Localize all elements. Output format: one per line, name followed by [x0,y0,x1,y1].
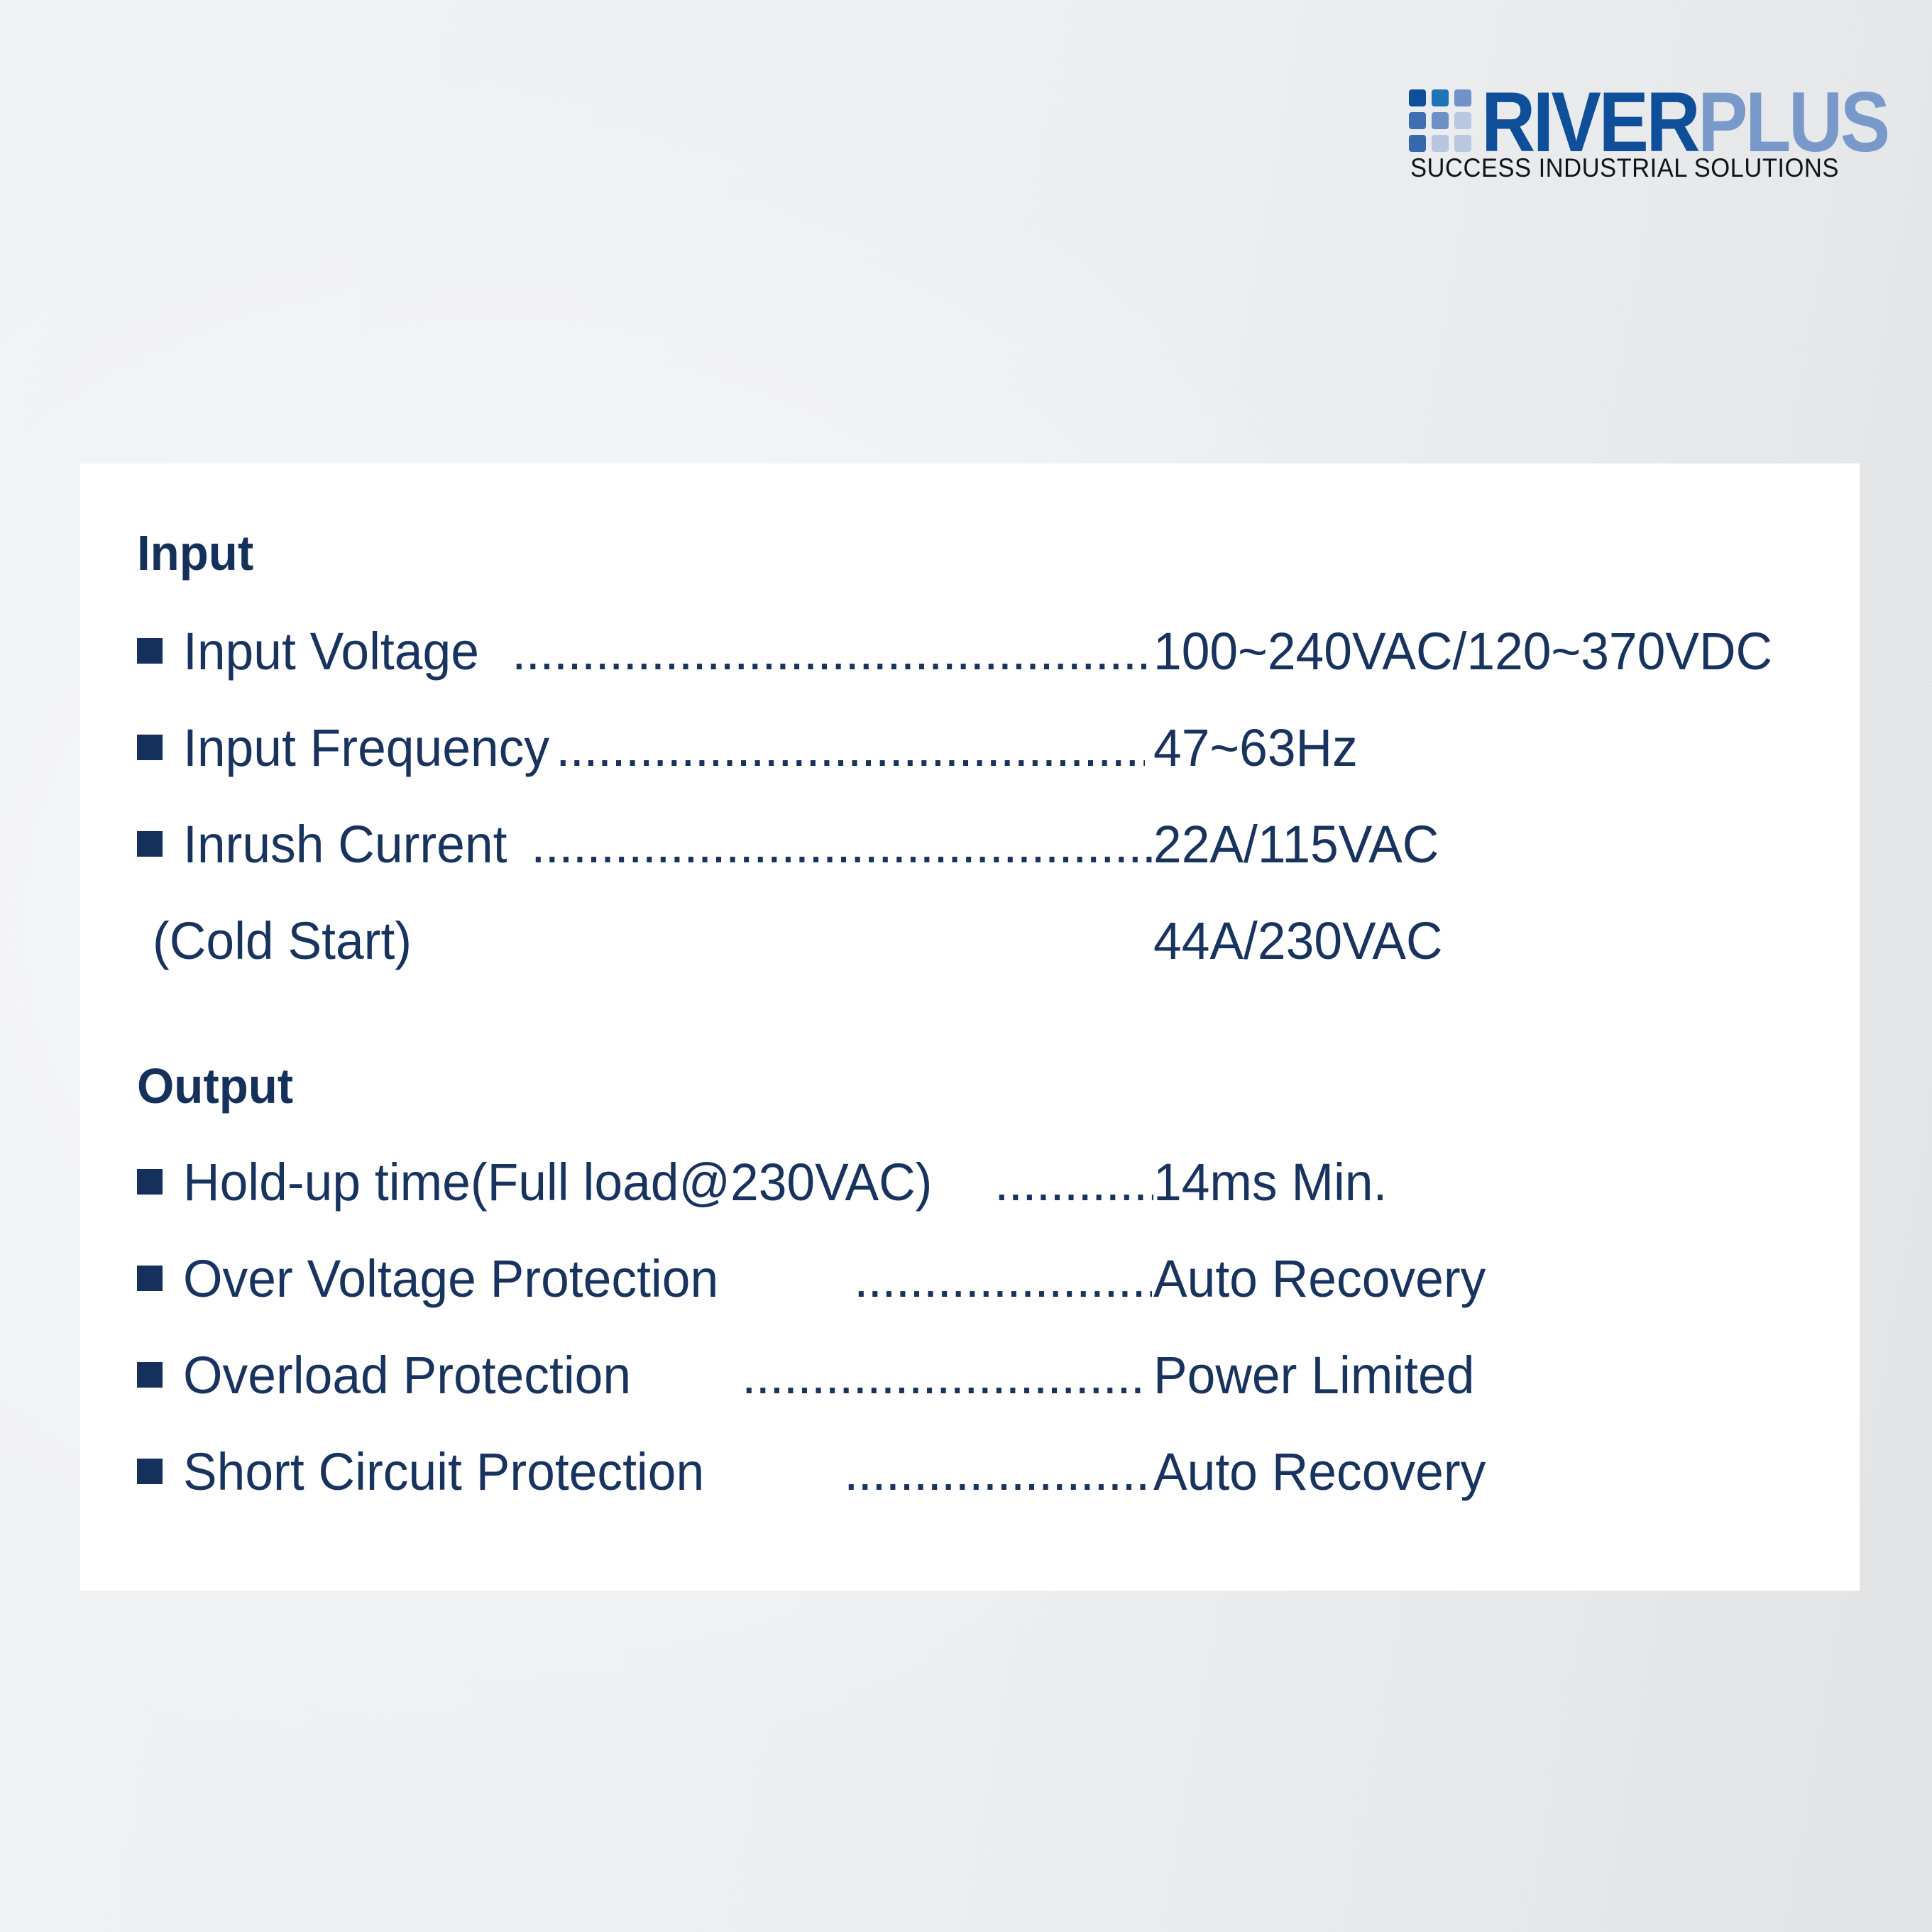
spec-label: Overload Protection [183,1346,632,1405]
dot-leader: ........................................… [844,1442,1152,1501]
logo-square [1454,112,1471,129]
logo-square [1454,89,1471,106]
logo-square [1432,89,1449,106]
logo-wordmark: RIVERPLUS [1481,79,1890,165]
spec-row-inrush-current: Inrush Current .........................… [137,813,1840,877]
logo-grid-icon [1409,89,1474,155]
logo-square [1409,89,1426,106]
dot-leader: ........................................… [994,1153,1153,1212]
spec-label: Short Circuit Protection [183,1442,705,1501]
spec-label: Over Voltage Protection [183,1249,719,1308]
spec-row-hold-up-time: Hold-up time(Full load@230VAC) .........… [137,1151,1840,1214]
spec-value: 44A/230VAC [1153,911,1443,970]
spec-value: 47~63Hz [1153,718,1358,777]
logo-tagline: SUCCESS INDUSTRIAL SOLUTIONS [1410,153,1839,182]
logo-square [1409,112,1426,129]
riverplus-logo: RIVERPLUS SUCCESS INDUSTRIAL SOLUTIONS [1409,79,1890,182]
section-title-output: Output [137,1058,294,1114]
spec-row-over-voltage-protection: Over Voltage Protection ................… [137,1247,1840,1311]
square-bullet-icon [137,1266,163,1291]
logo-river-text: RIVER [1481,75,1701,170]
logo-square [1432,135,1449,152]
spec-label: Input Frequency [183,718,550,777]
logo-square [1454,135,1471,152]
spec-value: Auto Recovery [1153,1249,1486,1308]
spec-value: Auto Recovery [1153,1442,1486,1501]
square-bullet-icon [137,1362,163,1388]
spec-label: Input Voltage [183,622,479,681]
spec-value: Power Limited [1153,1346,1475,1405]
square-bullet-icon [137,1169,163,1195]
dot-leader: ........................................… [556,718,1145,777]
spec-value: 22A/115VAC [1153,815,1439,874]
square-bullet-icon [137,831,163,857]
spec-row-input-voltage: Input Voltage ..........................… [137,620,1840,684]
square-bullet-icon [137,1459,163,1484]
spec-row-overload-protection: Overload Protection ....................… [137,1344,1840,1407]
square-bullet-icon [137,638,163,664]
dot-leader: ........................................… [512,622,1151,681]
section-title-input: Input [137,525,254,581]
logo-plus-text: PLUS [1698,75,1890,170]
logo-square [1409,135,1426,152]
square-bullet-icon [137,735,163,760]
spec-panel: Input Input Voltage ....................… [80,463,1860,1591]
dot-leader: ........................................… [531,815,1152,874]
spec-label: Hold-up time(Full load@230VAC) [183,1153,933,1212]
spec-row-short-circuit-protection: Short Circuit Protection ...............… [137,1440,1840,1504]
logo-square [1432,112,1449,129]
spec-value: 100~240VAC/120~370VDC [1153,622,1773,681]
spec-value: 14ms Min. [1153,1153,1388,1212]
spec-row-input-frequency: Input Frequency ........................… [137,716,1840,780]
spec-row-cold-start: (Cold Start) 44A/230VAC [137,909,1840,973]
spec-label: Inrush Current [183,815,507,874]
dot-leader: ........................................… [854,1249,1152,1308]
spec-label: (Cold Start) [153,911,412,970]
dot-leader: ........................................… [742,1346,1148,1405]
